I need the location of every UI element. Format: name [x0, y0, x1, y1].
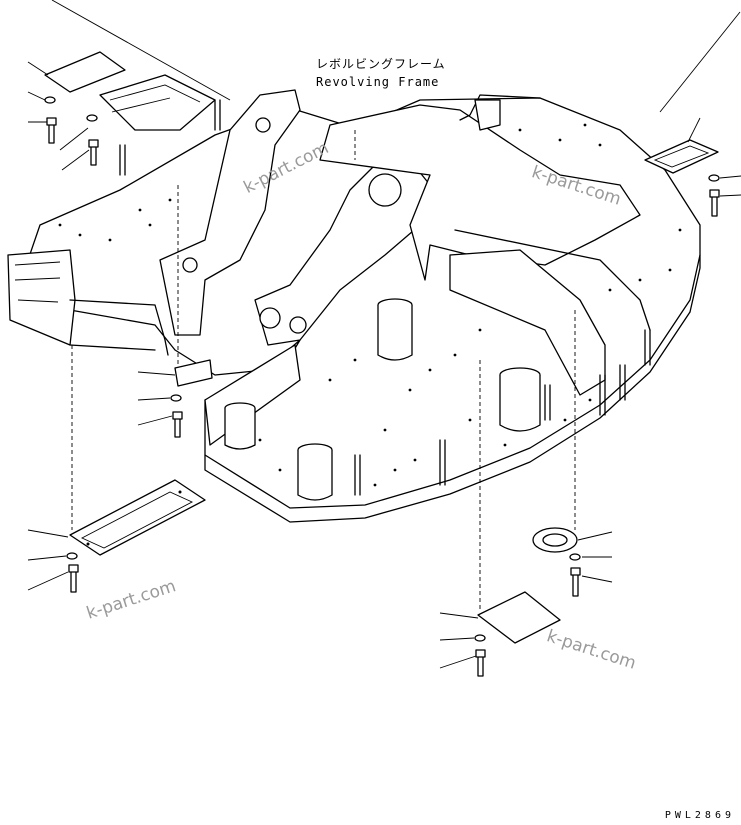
- revolving-frame: [7, 74, 701, 523]
- round-cover-right: [532, 527, 578, 553]
- washers: [44, 96, 720, 642]
- frame-skirt-right: [689, 254, 701, 313]
- leader-lines: [27, 0, 741, 669]
- bolts: [46, 117, 720, 677]
- boom-bracket-left: [159, 89, 301, 336]
- title-japanese: レボルビングフレーム: [316, 57, 446, 71]
- rear-left-cover-detail: [109, 84, 201, 113]
- rear-bracket: [474, 99, 501, 131]
- left-front-box-detail: [14, 261, 61, 303]
- boom-pin-hole: [368, 173, 402, 207]
- cover-plate-center: [477, 591, 561, 644]
- cylinder-mid: [224, 402, 256, 450]
- cylinder-front: [297, 443, 333, 501]
- assembly-lines: [71, 130, 576, 610]
- pin-hole: [255, 117, 271, 133]
- rear-left-cover: [99, 74, 216, 131]
- small-cover-mid-left: [174, 359, 213, 387]
- title-english: Revolving Frame: [316, 75, 440, 89]
- frame-skirt: [204, 311, 691, 523]
- right-beam-edge: [454, 229, 651, 331]
- drawing-number: PWL2869: [664, 810, 735, 821]
- pin-hole: [182, 257, 198, 273]
- cover-plate-upper-left: [44, 51, 126, 93]
- center-frame: [319, 104, 641, 281]
- pin-hole: [289, 316, 307, 334]
- rear-edge: [459, 94, 541, 121]
- cover-plate-bottom-left: [69, 479, 206, 556]
- pin-hole: [259, 307, 281, 329]
- cylinder-left: [377, 298, 413, 361]
- cylinder-right: [499, 367, 541, 432]
- left-front-box: [7, 249, 76, 346]
- left-front-box-edge: [69, 299, 169, 356]
- standing-pipes: [119, 99, 651, 496]
- bolt-holes: [58, 123, 682, 487]
- cover-plate-upper-right: [644, 139, 719, 174]
